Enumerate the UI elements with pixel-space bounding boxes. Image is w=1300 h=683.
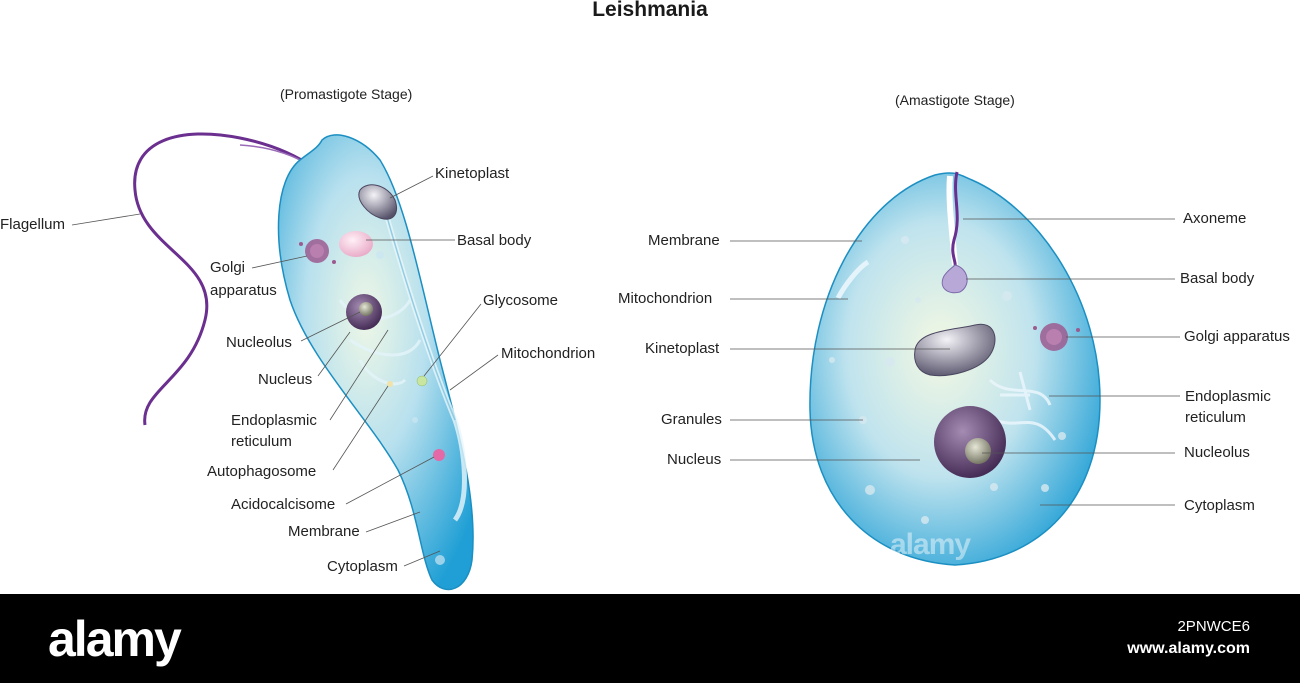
promastigote-basal-body — [339, 231, 373, 257]
label-nucleus: Nucleus — [258, 371, 313, 388]
label-endoplasmic: Endoplasmic — [231, 412, 317, 429]
footer-site-link[interactable]: www.alamy.com — [1127, 640, 1250, 657]
amastigote-nucleolus — [965, 438, 991, 464]
label-am-endoplasmic: Endoplasmic — [1185, 388, 1271, 405]
promastigote-autophagosome — [387, 381, 393, 387]
promastigote-golgi — [299, 239, 336, 264]
label-am-granules: Granules — [661, 411, 722, 428]
label-glycosome: Glycosome — [483, 292, 559, 309]
footer-image-id: 2PNWCE6 — [1177, 618, 1250, 635]
promastigote-cell — [133, 132, 474, 591]
footer-brand-logo: alamy — [48, 611, 182, 667]
label-golgi: Golgi — [210, 259, 246, 276]
amastigote-axoneme — [951, 171, 959, 269]
label-am-basal-body: Basal body — [1180, 270, 1255, 287]
amastigote-leader-lines — [730, 218, 1180, 506]
diagram-title: Leishmania — [592, 0, 708, 21]
label-golgi-apparatus: apparatus — [210, 282, 277, 299]
label-am-reticulum: reticulum — [1185, 409, 1246, 426]
label-cytoplasm: Cytoplasm — [327, 558, 398, 575]
promastigote-stage-title: (Promastigote Stage) — [280, 86, 413, 102]
label-am-membrane: Membrane — [648, 232, 720, 249]
label-am-axoneme: Axoneme — [1183, 210, 1247, 227]
promastigote-leader-lines — [71, 175, 499, 567]
amastigote-kinetoplast — [914, 323, 996, 377]
label-basal-body: Basal body — [457, 232, 532, 249]
label-acidocalcisome: Acidocalcisome — [231, 496, 336, 513]
label-am-mitochondrion: Mitochondrion — [618, 290, 713, 307]
amastigote-stage-title: (Amastigote Stage) — [895, 92, 1015, 108]
amastigote-granules — [829, 236, 1066, 524]
label-am-cytoplasm: Cytoplasm — [1184, 497, 1255, 514]
diagram-illustration — [71, 132, 1180, 591]
label-mitochondrion: Mitochondrion — [501, 345, 596, 362]
label-am-kinetoplast: Kinetoplast — [645, 340, 720, 357]
amastigote-cell — [809, 171, 1101, 566]
promastigote-nucleolus — [359, 302, 373, 316]
label-flagellum: Flagellum — [0, 216, 66, 233]
label-am-nucleus: Nucleus — [667, 451, 722, 468]
label-am-nucleolus: Nucleolus — [1184, 444, 1250, 461]
promastigote-flagellum — [133, 132, 362, 426]
promastigote-glycosome — [416, 375, 428, 387]
diagram-canvas — [0, 0, 1300, 594]
amastigote-mitochondrion — [835, 259, 870, 300]
label-kinetoplast: Kinetoplast — [435, 165, 510, 182]
label-nucleolus: Nucleolus — [226, 334, 292, 351]
label-autophagosome: Autophagosome — [207, 463, 317, 480]
promastigote-kinetoplast — [358, 184, 397, 220]
watermark-text: alamy — [890, 528, 971, 561]
label-am-golgi: Golgi apparatus — [1184, 328, 1290, 345]
label-reticulum: reticulum — [231, 433, 292, 450]
label-membrane: Membrane — [288, 523, 360, 540]
promastigote-acidocalcisome — [433, 449, 445, 461]
footer-bar — [0, 594, 1300, 683]
amastigote-basal-body — [941, 264, 968, 294]
amastigote-golgi — [1033, 323, 1080, 351]
